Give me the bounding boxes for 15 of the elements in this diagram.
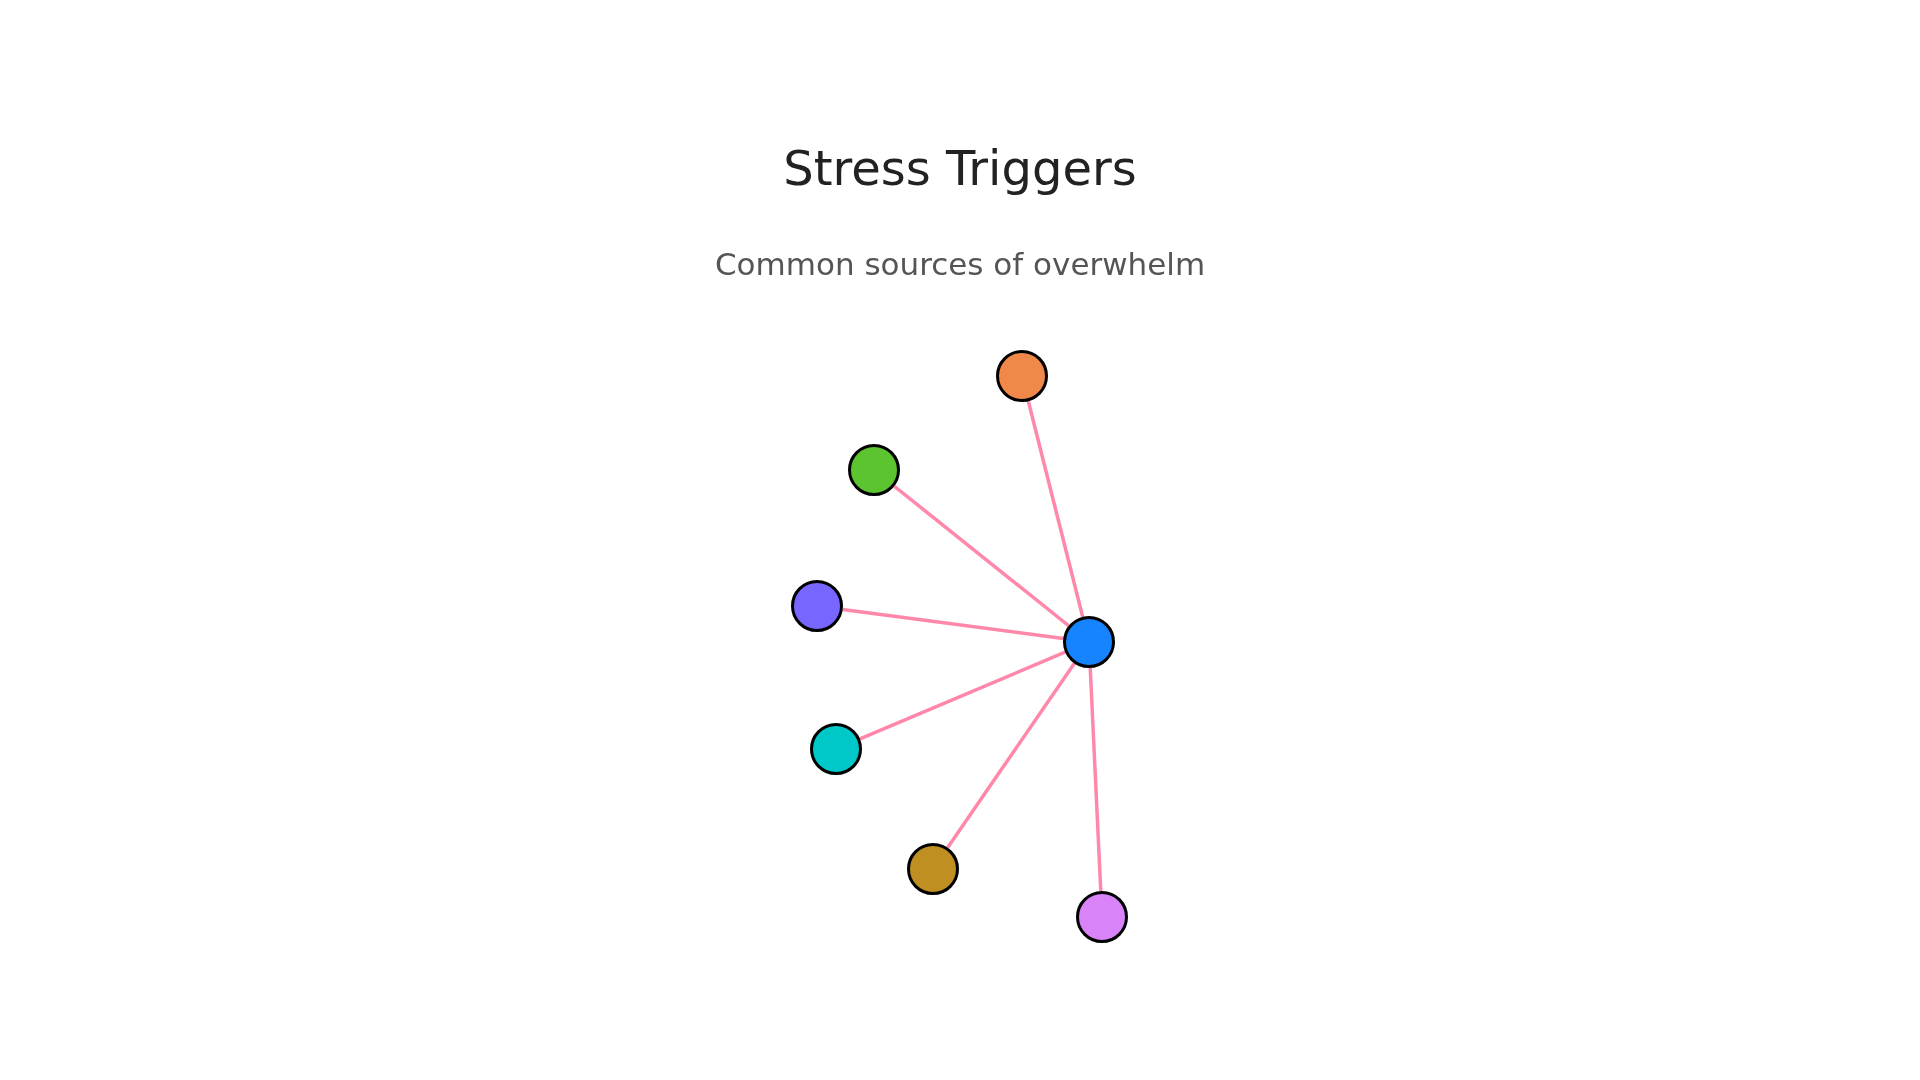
circle-node — [1063, 616, 1115, 668]
connector-line — [842, 607, 1064, 641]
connector-line — [859, 650, 1066, 741]
title: Stress Triggers — [783, 140, 1137, 196]
connector-line — [946, 662, 1076, 849]
subtitle: Common sources of overwhelm — [714, 246, 1206, 282]
connector-line — [1088, 667, 1103, 892]
circle-node — [810, 723, 862, 775]
circle-node — [996, 350, 1048, 402]
circle-node — [907, 843, 959, 895]
circle-node — [848, 444, 900, 496]
circle-node — [1076, 891, 1128, 943]
circle-node — [791, 580, 843, 632]
connector-line — [1026, 400, 1085, 618]
connector-line — [893, 484, 1070, 628]
